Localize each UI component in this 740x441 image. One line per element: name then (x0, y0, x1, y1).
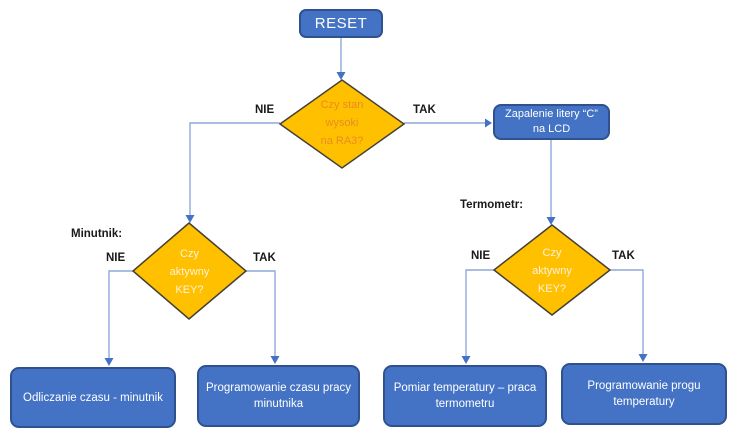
lcd-box: Zapalenie litery “C” na LCD (493, 104, 610, 140)
decision-key-minutnik-diamond (131, 222, 248, 320)
branch-label-nie-left: NIE (106, 252, 126, 264)
box-odliczanie-czasu: Odliczanie czasu - minutnik (10, 367, 176, 428)
box-programowanie-progu: Programowanie progu temperatury (561, 363, 727, 425)
arrowhead-icon (485, 118, 492, 128)
decision-ra3-diamond (278, 79, 406, 169)
lcd-line2: na LCD (532, 123, 571, 135)
box-odliczanie-line1: Odliczanie czasu - minutnik (23, 391, 163, 404)
connector-key-right-tak (610, 269, 644, 355)
arrowhead-icon (546, 217, 556, 225)
section-label-termometr: Termometr: (460, 199, 524, 211)
branch-label-tak-top: TAK (413, 104, 436, 116)
lcd-line1: Zapalenie litery “C” (505, 108, 598, 120)
box-pomiar-temperatury-line2: termometru (435, 398, 495, 410)
box-programowanie-czasu-line1: Programowanie czasu pracy (205, 382, 352, 394)
arrowhead-icon (185, 215, 195, 223)
box-pomiar-temperatury-line1: Pomiar temperatury – praca (393, 382, 537, 394)
branch-label-tak-right: TAK (612, 250, 635, 262)
branch-label-nie-right: NIE (471, 250, 491, 262)
connector-ra3-nie (189, 122, 280, 216)
box-pomiar-temperatury: Pomiar temperatury – praca termometru (383, 365, 547, 427)
connector-key-right-nie (465, 269, 494, 357)
section-label-minutnik: Minutnik: (71, 228, 123, 240)
arrowhead-icon (104, 358, 114, 366)
reset-label: RESET (314, 14, 368, 32)
arrowhead-icon (461, 356, 471, 364)
branch-label-tak-left: TAK (253, 252, 276, 264)
connector-key-left-nie (108, 270, 133, 359)
reset-box: RESET (299, 9, 383, 38)
box-programowanie-czasu-line2: minutnika (253, 398, 304, 410)
box-programowanie-czasu: Programowanie czasu pracy minutnika (197, 365, 360, 427)
arrowhead-icon (270, 356, 280, 364)
decision-key-termometr-diamond (492, 224, 612, 316)
arrowhead-icon (336, 72, 346, 80)
connector-key-left-tak (246, 270, 276, 357)
arrowhead-icon (638, 354, 648, 362)
box-programowanie-progu-line2: temperatury (613, 396, 675, 408)
box-programowanie-progu-line1: Programowanie progu (587, 380, 701, 392)
branch-label-nie-top: NIE (255, 104, 275, 116)
